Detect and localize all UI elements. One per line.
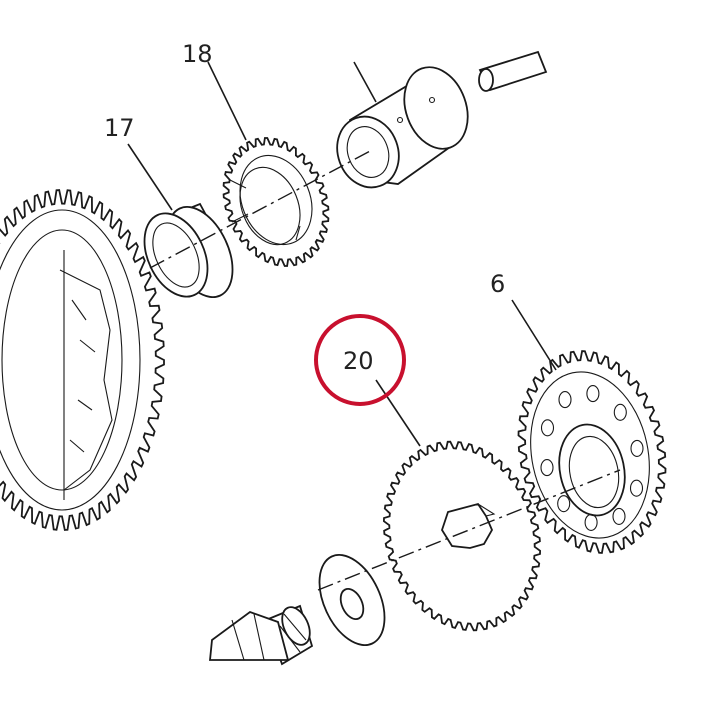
leader-lines	[127, 61, 557, 447]
gear-20	[382, 440, 542, 632]
gear-6-holes	[540, 385, 644, 531]
gear-6-hole	[540, 419, 555, 437]
gear-6-hole	[630, 439, 644, 457]
gear-6-hole	[557, 495, 571, 513]
gear-6-hole	[540, 459, 554, 477]
gear-6-hole	[612, 507, 626, 525]
axis-lines	[149, 149, 621, 591]
callout-6: 6	[490, 270, 505, 298]
gear-6-hole	[558, 391, 572, 409]
ring-17	[143, 202, 234, 298]
shaft-rod	[478, 50, 548, 92]
callout-18: 18	[182, 40, 213, 68]
clutch-basket-gear	[0, 189, 165, 531]
bushing-sleeve	[336, 66, 469, 189]
callout-20: 20	[343, 347, 374, 375]
highlight-circle	[314, 314, 406, 406]
callout-17: 17	[104, 114, 135, 142]
gear-6	[517, 350, 667, 554]
bolt	[209, 604, 314, 666]
gear-6-hole	[629, 479, 644, 497]
gear-6-hole	[613, 403, 627, 421]
gear-18	[222, 137, 330, 267]
washer	[318, 554, 386, 646]
gear-6-hole	[586, 385, 600, 403]
gear-6-hole	[584, 513, 598, 531]
